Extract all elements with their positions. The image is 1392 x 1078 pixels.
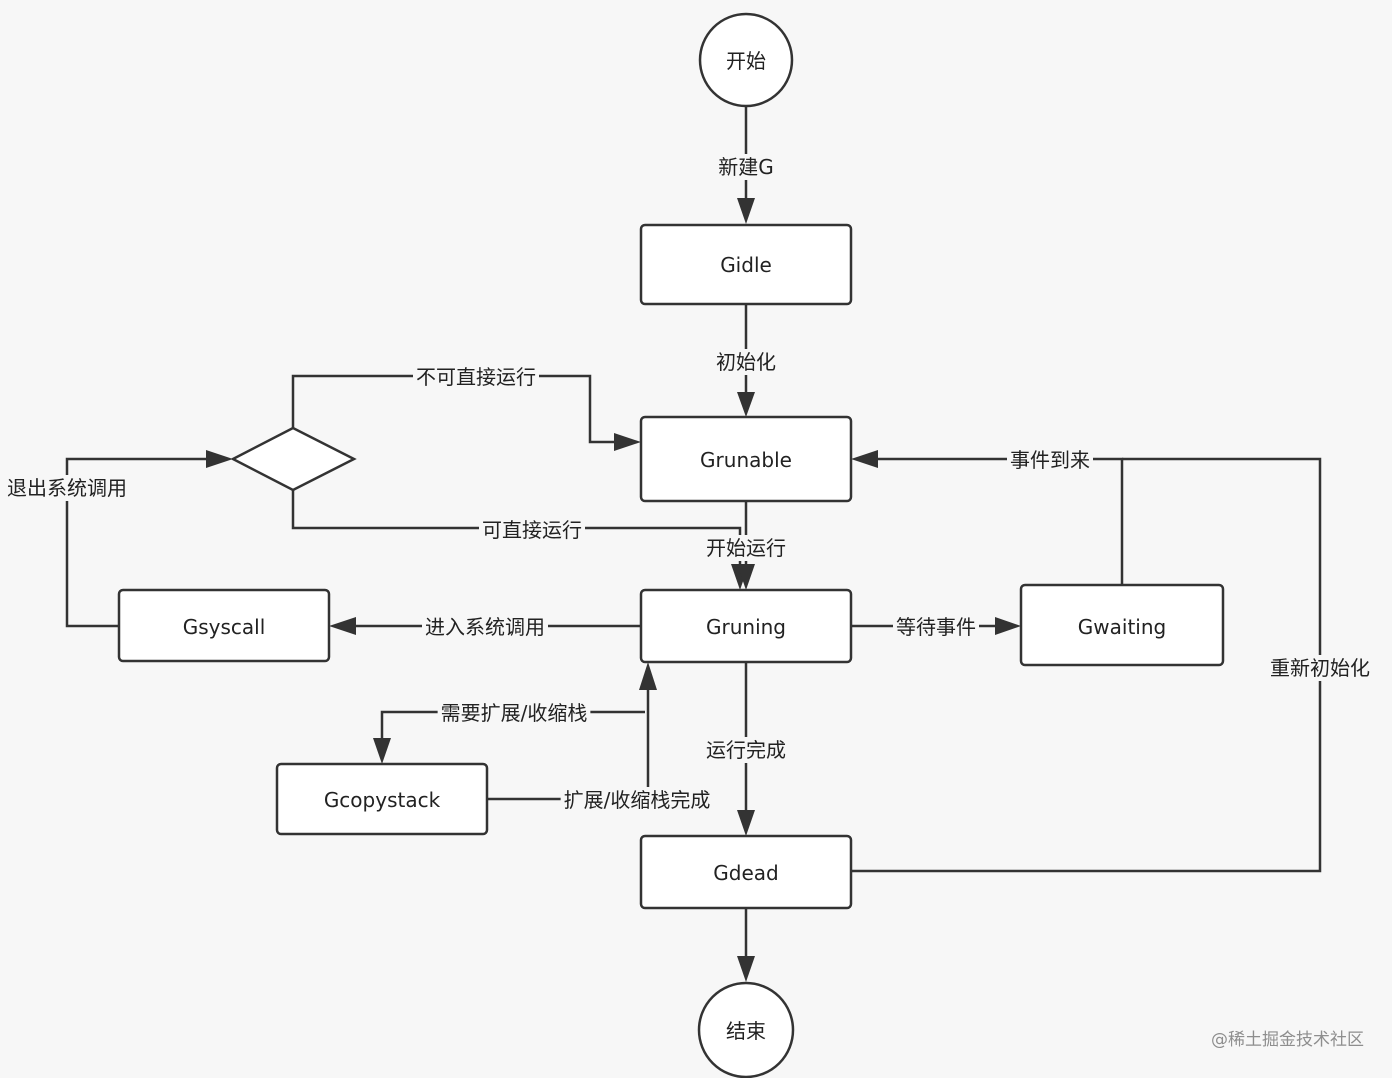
edge-label-grow-shrink-done: 扩展/收缩栈完成: [564, 788, 711, 812]
start-node: [698, 12, 794, 108]
label-background: [715, 154, 777, 180]
label-background: [703, 535, 789, 561]
arrowhead: [329, 617, 356, 635]
edge-label-init: 初始化: [716, 350, 776, 374]
gsyscall-label: Gsyscall: [183, 615, 266, 639]
arrowhead: [737, 392, 755, 417]
arrowhead: [737, 810, 755, 836]
gdead-label: Gdead: [713, 861, 778, 885]
edge-label-group: 新建G 初始化 不可直接运行 可直接运行 退出系统调用 开始运行 进入系统调用 …: [4, 154, 1373, 813]
decision-node: [230, 426, 357, 492]
label-background: [1007, 447, 1093, 473]
edge-label-new-g: 新建G: [718, 155, 774, 179]
label-background: [1267, 655, 1373, 681]
label-background: [437, 700, 591, 726]
arrowhead: [373, 738, 391, 764]
gidle-node: [639, 223, 853, 306]
gsyscall-node: [117, 588, 331, 663]
label-background: [422, 614, 548, 640]
edge-label-can-run-directly: 可直接运行: [482, 518, 582, 542]
gwaiting-label: Gwaiting: [1078, 615, 1166, 639]
edge-label-need-grow-shrink-stack: 需要扩展/收缩栈: [441, 701, 588, 725]
arrowhead: [737, 198, 755, 224]
edge-label-start-running: 开始运行: [706, 536, 786, 560]
label-background: [560, 787, 714, 813]
arrowhead: [737, 564, 755, 590]
edge-label-enter-syscall: 进入系统调用: [425, 615, 545, 639]
end-node: [697, 981, 795, 1078]
edge-label-cannot-run-directly: 不可直接运行: [416, 365, 536, 389]
arrowhead: [737, 956, 755, 982]
arrowhead: [206, 450, 233, 468]
grunable-node: [639, 415, 853, 503]
gruning-label: Gruning: [706, 615, 786, 639]
gcopystack-node: [275, 762, 489, 836]
label-background: [713, 349, 779, 375]
label-background: [479, 517, 585, 543]
arrowhead: [639, 662, 657, 690]
label-background: [893, 614, 979, 640]
arrowhead: [851, 450, 878, 468]
edge-label-reinit: 重新初始化: [1270, 656, 1370, 680]
edge-label-event-arrives: 事件到来: [1010, 448, 1090, 472]
gwaiting-node: [1019, 583, 1225, 667]
edge-gwaiting-to-grunable: [876, 457, 1124, 585]
label-background: [703, 737, 789, 763]
arrowhead: [995, 617, 1021, 635]
edge-gsyscall-to-decision: [65, 457, 208, 628]
label-background: [4, 475, 130, 501]
grunable-label: Grunable: [700, 448, 792, 472]
watermark: @稀土掘金技术社区: [1211, 1030, 1364, 1050]
edge-decision-to-grunable: [291, 374, 616, 444]
edge-label-exit-syscall: 退出系统调用: [7, 476, 127, 500]
start-label: 开始: [726, 49, 766, 73]
gcopystack-label: Gcopystack: [324, 788, 441, 812]
edge-label-run-complete: 运行完成: [706, 738, 786, 762]
gdead-node: [639, 834, 853, 910]
end-label: 结束: [726, 1019, 766, 1043]
label-background: [413, 364, 539, 390]
arrowhead: [614, 433, 641, 451]
edge-label-wait-event: 等待事件: [896, 615, 976, 639]
gidle-label: Gidle: [720, 253, 772, 277]
gruning-node: [639, 588, 853, 664]
